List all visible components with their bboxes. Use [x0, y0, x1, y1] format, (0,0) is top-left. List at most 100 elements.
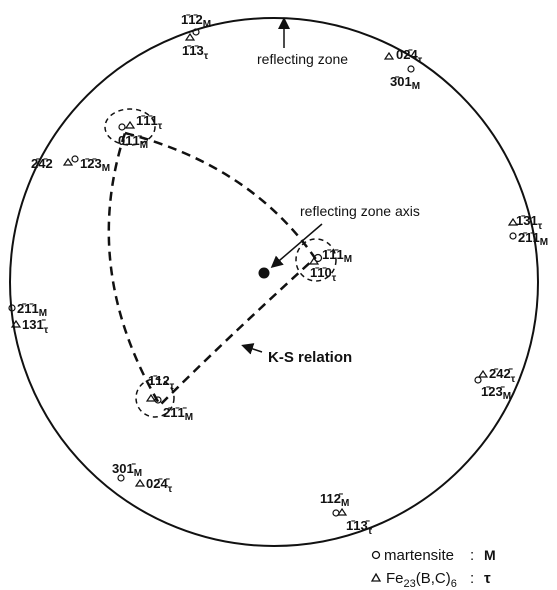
- svg-text:02̄4̄τ: 02̄4̄τ: [146, 476, 173, 495]
- martensite-marker: [118, 123, 126, 131]
- svg-text:131̄τ: 131̄τ: [22, 317, 49, 336]
- legend-carbide-prefix: Fe: [386, 570, 404, 587]
- martensite-marker: [192, 28, 200, 36]
- svg-text:2̄1̄1̄M: 2̄1̄1̄M: [163, 405, 193, 423]
- legend-carbide: Fe23(B,C)6 : τ: [370, 570, 491, 590]
- carbide-marker: [184, 32, 196, 41]
- ks-relation-label: K-S relation: [268, 349, 352, 366]
- pole-cluster-loop-lowleft: [135, 378, 175, 418]
- legend: martensite : M Fe23(B,C)6 : τ: [370, 547, 496, 590]
- projection-circle: [9, 17, 539, 547]
- pole-left1: 2̄4̄2 1̄2̄3M: [31, 155, 110, 174]
- carbide-marker: [134, 478, 146, 487]
- legend-martensite-marker: [371, 550, 381, 560]
- svg-text:2̄1̄1M: 2̄1̄1M: [17, 301, 47, 319]
- pole-top: 1̄1̄2M 1̄1̄3τ: [181, 12, 211, 62]
- martensite-marker: [407, 65, 415, 73]
- carbide-marker: [145, 393, 157, 402]
- arrow-reflecting-zone-axis: [270, 223, 323, 268]
- pole-label: 2̄1̄1: [518, 230, 540, 245]
- martensite-marker: [117, 474, 125, 482]
- legend-carbide-mid: (B,C): [416, 570, 451, 587]
- carbide-marker: [62, 157, 74, 166]
- martensite-marker: [509, 232, 517, 240]
- pole-label: 1̄1̄0: [310, 265, 332, 280]
- legend-martensite-label: martensite: [384, 547, 454, 564]
- martensite-marker: [71, 155, 79, 163]
- legend-carbide-sub2: 6: [451, 578, 457, 590]
- pole-label: 1̄1̄3: [182, 43, 204, 58]
- pole-subscript: τ: [418, 55, 423, 66]
- svg-text:2̄1̄1M: 2̄1̄1M: [518, 230, 548, 248]
- pole-label: 1̄13̄: [346, 518, 370, 533]
- reflecting-zone-axis-label: reflecting zone axis: [300, 203, 420, 219]
- pole-subscript: M: [140, 140, 148, 151]
- svg-text:1̄2̄3M: 1̄2̄3M: [80, 156, 110, 174]
- pole-label: 1̄12: [148, 373, 170, 388]
- pole-subscript: τ: [204, 51, 209, 62]
- pole-lowleft: 1̄12τ 2̄1̄1̄M: [145, 373, 193, 423]
- svg-text:01̄1̄M: 01̄1̄M: [118, 133, 148, 151]
- reflecting-zone-label: reflecting zone: [257, 51, 348, 67]
- pole-subscript: M: [540, 237, 548, 248]
- svg-text:1̄1̄1τ: 1̄1̄1τ: [136, 113, 163, 132]
- carbide-marker: [10, 319, 22, 328]
- ks-relation-curve: [107, 131, 317, 408]
- legend-martensite-symbol: M: [484, 547, 496, 563]
- pole-label: 1̄2̄3: [80, 156, 102, 171]
- svg-text:1̄1̄3τ: 1̄1̄3τ: [182, 43, 209, 62]
- svg-text:1̄1̄0τ: 1̄1̄0τ: [310, 265, 337, 284]
- pole-subscript: M: [412, 81, 420, 92]
- pole-left2: 2̄1̄1M 131̄τ: [8, 301, 49, 336]
- pole-subscript: M: [203, 19, 211, 30]
- pole-label: 1̄1̄1: [136, 113, 158, 128]
- pole-subscript: τ: [368, 526, 373, 537]
- legend-carbide-symbol: τ: [484, 570, 491, 587]
- pole-label: 1̄1̄1: [322, 247, 344, 262]
- pole-subscript: M: [341, 498, 349, 509]
- svg-text:112̄M: 112̄M: [320, 491, 349, 509]
- pole-label: 1̄23̄: [481, 384, 505, 399]
- pole-subscript: M: [503, 391, 511, 402]
- svg-text:1̄1̄1M: 1̄1̄1M: [322, 247, 352, 265]
- legend-separator: :: [470, 570, 474, 587]
- pole-subscript: τ: [158, 121, 163, 132]
- svg-text:2̄42̄τ: 2̄42̄τ: [489, 366, 516, 385]
- pole-label: 131̄: [22, 317, 46, 332]
- pole-upleft: 1̄1̄1τ 01̄1̄M: [118, 113, 163, 151]
- pole-label: 2̄42̄: [489, 366, 513, 381]
- pole-label: 1̄1̄2: [181, 12, 203, 27]
- pole-subscript: M: [102, 163, 110, 174]
- pole-subscript: M: [185, 412, 193, 423]
- pole-label: 112̄: [320, 491, 343, 506]
- arrow-ks-relation: [241, 343, 263, 355]
- reflecting-zone-axis-dot: [258, 267, 270, 279]
- pole-label: 301̄: [112, 461, 136, 476]
- legend-separator: :: [470, 547, 474, 564]
- martensite-marker: [154, 396, 162, 404]
- pole-label: 02̄4̄: [146, 476, 170, 491]
- pole-bottom: 112̄M 1̄13̄τ: [320, 491, 373, 537]
- svg-text:1̄13̄τ: 1̄13̄τ: [346, 518, 373, 537]
- svg-text:1̄12τ: 1̄12τ: [148, 373, 175, 392]
- carbide-marker: [383, 51, 395, 60]
- pole-cluster-loop-center: [295, 238, 337, 282]
- legend-carbide-marker: [370, 572, 382, 582]
- carbide-marker: [308, 256, 320, 265]
- pole-subscript: M: [134, 468, 142, 479]
- pole-label: 1̄31: [516, 213, 538, 228]
- pole-subscript: τ: [168, 484, 173, 495]
- pole-bottomleft: 301̄M 02̄4̄τ: [112, 461, 173, 495]
- martensite-marker: [8, 304, 16, 312]
- pole-cluster-loop-upleft: [104, 108, 156, 146]
- pole-subscript: τ: [44, 325, 49, 336]
- svg-text:Fe23(B,C)6: Fe23(B,C)6: [386, 570, 457, 590]
- pole-topright: 02̄4τ 3̄01M: [383, 47, 423, 92]
- svg-text:1̄1̄2M: 1̄1̄2M: [181, 12, 211, 30]
- legend-carbide-sub1: 23: [404, 578, 416, 590]
- pole-subscript: τ: [511, 374, 516, 385]
- legend-martensite: martensite : M: [371, 547, 496, 564]
- pole-label: 2̄4̄2: [31, 156, 53, 171]
- pole-label: 01̄1̄: [118, 133, 142, 148]
